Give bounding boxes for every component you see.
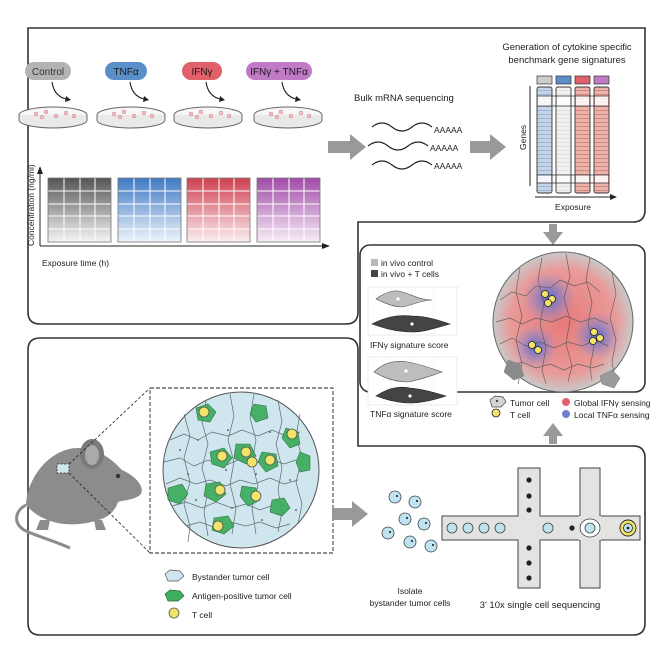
x-axis-arrowhead	[322, 243, 330, 249]
legend-control-swatch	[371, 259, 378, 266]
pill-ifng-tnfa-label: IFNγ + TNFα	[250, 67, 308, 78]
grid-axes	[39, 172, 324, 247]
pill-ifng-label: IFNγ	[191, 67, 212, 78]
legend-tcells-swatch	[371, 270, 378, 277]
microfluidic-chip	[441, 467, 641, 589]
poly-a-3: AAAAA	[434, 161, 463, 171]
dish-arrows	[51, 81, 297, 100]
legend-antigen: Antigen-positive tumor cell	[192, 591, 292, 601]
y-axis-label: Concentration (ng/ml)	[26, 164, 36, 246]
signature-heatmap	[536, 75, 610, 194]
petri-dishes	[18, 106, 323, 129]
exposure-arrowhead	[610, 194, 617, 200]
petri-dish-ifng-tnfa	[253, 106, 323, 129]
zoom-box	[149, 387, 334, 554]
in-vitro-panel	[27, 27, 646, 325]
mouse-icon	[15, 439, 142, 550]
arrow-to-isolated	[332, 501, 368, 527]
zoomed-t-cells	[198, 406, 298, 532]
legend-bystander: Bystander tumor cell	[192, 572, 270, 582]
exposure-label: Exposure	[555, 202, 591, 212]
legend-local-tnfa: Local TNFα sensing	[574, 410, 650, 420]
tumor-t-cells	[528, 290, 604, 354]
signatures-title-2: benchmark gene signatures	[508, 55, 625, 66]
pill-control-label: Control	[32, 67, 64, 78]
local-tnfa-swatch	[562, 410, 570, 418]
dish-arrowheads	[65, 96, 301, 102]
poly-a-2: AAAAA	[430, 143, 459, 153]
arrow-to-sequencing	[328, 134, 366, 160]
arrow-to-in-vivo	[543, 224, 563, 245]
pill-tnfa-label: TNFα	[113, 67, 138, 78]
global-ifng-swatch	[562, 398, 570, 406]
t-cell-icon	[491, 408, 501, 418]
zoom-lines	[68, 387, 151, 554]
legend-control: in vivo control	[381, 258, 433, 268]
bystander-icon	[164, 569, 185, 582]
legend-t-cell-bottom: T cell	[192, 610, 212, 620]
pill-ifng	[182, 62, 222, 80]
antigen-icon	[164, 589, 185, 602]
petri-dish-ifng	[173, 106, 243, 129]
concentration-grids	[47, 177, 321, 243]
in-vivo-experiment-panel	[27, 337, 646, 636]
petri-dish-tnfa	[96, 106, 166, 129]
t-cell-legend-icon	[168, 607, 180, 619]
legend-global-ifng: Global IFNγ sensing	[574, 398, 651, 408]
tumor-site-box	[56, 463, 70, 474]
ifng-violin-plot	[367, 286, 458, 336]
petri-dish-control	[18, 106, 88, 129]
legend-tumor-cell: Tumor cell	[510, 398, 549, 408]
arrow-to-signatures	[470, 134, 506, 160]
single-cell-label: 3' 10x single cell sequencing	[480, 600, 601, 611]
genes-label: Genes	[518, 125, 528, 150]
tumor-section	[492, 251, 634, 393]
pill-ifng-tnfa	[246, 62, 312, 80]
arrow-up-to-results	[543, 423, 563, 444]
poly-a-1: AAAAA	[434, 125, 463, 135]
tnfa-violin-plot	[367, 356, 458, 406]
isolate-label-1: Isolate	[397, 586, 422, 596]
mrna-strands	[367, 122, 433, 170]
pill-tnfa	[105, 62, 147, 80]
ifng-score-label: IFNγ signature score	[370, 340, 449, 350]
signatures-title-1: Generation of cytokine specific	[502, 42, 632, 53]
legend-tcells: in vivo + T cells	[381, 269, 439, 279]
isolate-label-2: bystander tumor cells	[370, 598, 451, 608]
legend-t-cell: T cell	[510, 410, 530, 420]
condition-pills: Control TNFα IFNγ IFNγ + TNFα	[25, 62, 312, 80]
x-axis-label: Exposure time (h)	[42, 258, 109, 268]
isolated-cells	[381, 490, 438, 553]
y-axis-arrowhead	[37, 166, 43, 174]
pill-control	[25, 62, 71, 80]
grid-lines	[48, 178, 320, 242]
sequencing-label: Bulk mRNA sequencing	[354, 93, 454, 104]
zoomed-tumor	[162, 391, 320, 549]
tnfa-score-label: TNFα signature score	[370, 409, 452, 419]
